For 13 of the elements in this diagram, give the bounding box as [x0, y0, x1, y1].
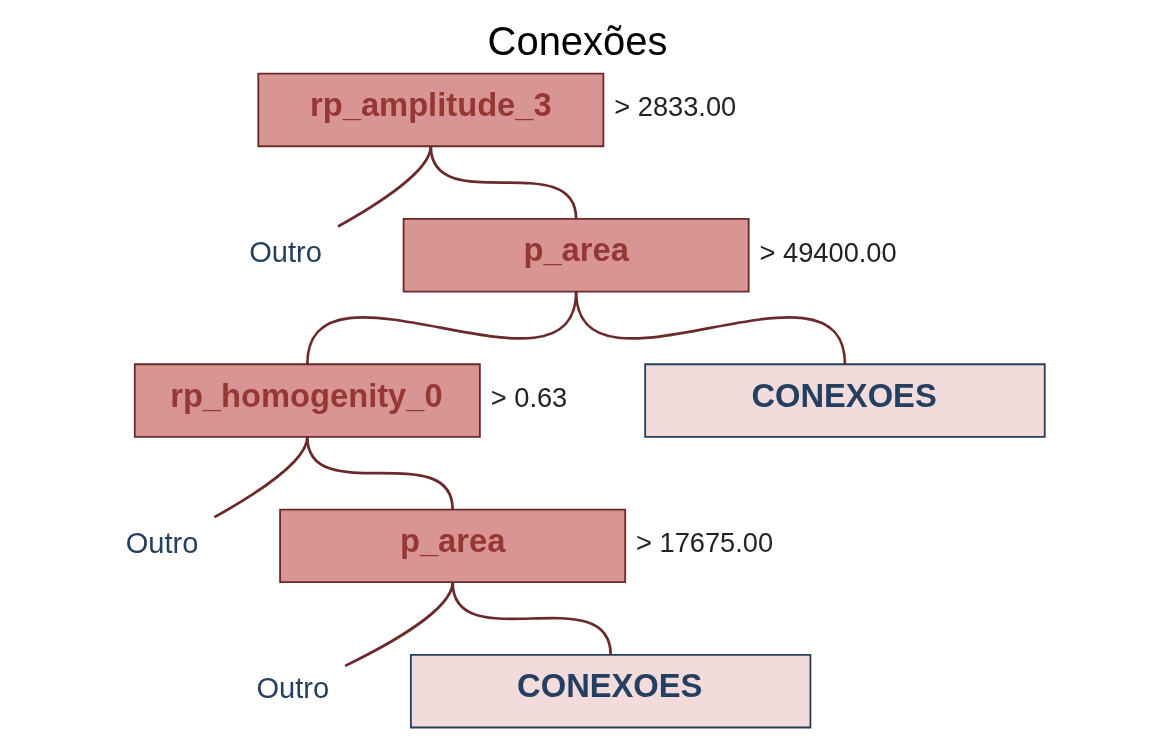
diagram-title: Conexões	[487, 18, 668, 63]
node-text: Outro	[256, 672, 330, 705]
node-text: Outro	[125, 526, 199, 559]
node-label: > 0.63	[490, 381, 568, 413]
node-label: > 17675.00	[636, 527, 774, 559]
connector	[451, 581, 612, 656]
connector	[337, 146, 433, 228]
connector	[574, 291, 847, 365]
node-label: > 49400.00	[759, 236, 897, 268]
node-text: Outro	[249, 236, 322, 269]
connector	[429, 146, 578, 220]
node-label: > 2833.00	[614, 91, 737, 123]
connector	[306, 436, 454, 510]
